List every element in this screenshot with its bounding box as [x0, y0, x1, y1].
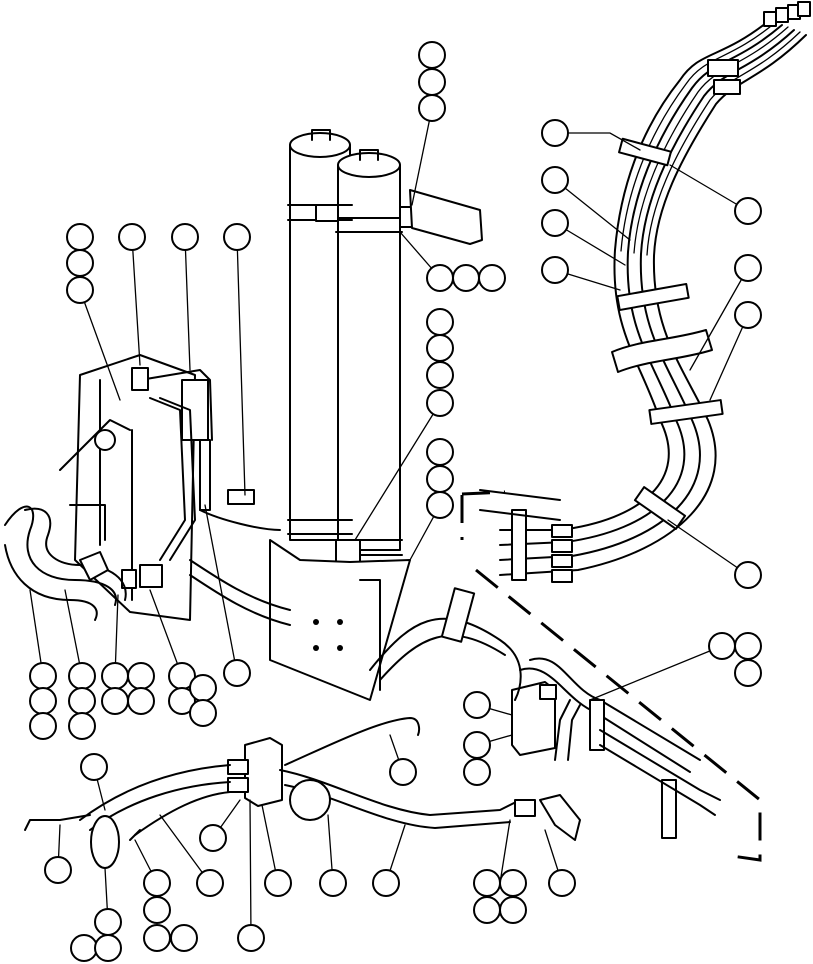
callout-circle: [463, 731, 491, 759]
callout-circle: [264, 869, 292, 897]
callout-circle: [499, 896, 527, 924]
callout-circle: [66, 276, 94, 304]
callout-circle: [426, 438, 454, 466]
callout-circle: [463, 691, 491, 719]
lower-hose-group: [24, 699, 581, 869]
callout-circle: [223, 223, 251, 251]
callout-circle: [541, 209, 569, 237]
callout-circle: [143, 896, 171, 924]
upper-hose-bundle: [479, 1, 811, 583]
callout-circle: [29, 712, 57, 740]
callout-circle: [68, 662, 96, 690]
callout-circle: [189, 674, 217, 702]
callout-circle: [66, 223, 94, 251]
callout-circle: [473, 896, 501, 924]
left-valve-assembly: [59, 354, 291, 626]
callout-circle: [237, 924, 265, 952]
callout-circle: [319, 869, 347, 897]
leader-lines: [29, 107, 749, 939]
callout-circle: [499, 869, 527, 897]
callout-circle: [101, 662, 129, 690]
callout-circle: [94, 934, 122, 962]
callout-circle: [426, 491, 454, 519]
callout-circle: [426, 361, 454, 389]
accumulator-cylinders: [269, 129, 483, 701]
suction-hose-left: [4, 505, 127, 621]
callout-circle: [463, 758, 491, 786]
callout-circle: [426, 334, 454, 362]
callout-circle: [734, 561, 762, 589]
callout-circle: [101, 687, 129, 715]
callout-circle: [541, 256, 569, 284]
dashed-callout-region: [460, 495, 762, 862]
callout-circle: [127, 687, 155, 715]
callout-circle: [372, 869, 400, 897]
callout-circle: [418, 94, 446, 122]
callout-circle: [168, 687, 196, 715]
callout-circle: [708, 632, 736, 660]
callout-circle: [170, 924, 198, 952]
callout-circle: [189, 699, 217, 727]
callout-circle: [70, 934, 98, 962]
callout-circle: [223, 659, 251, 687]
callout-circle: [418, 41, 446, 69]
callout-circle: [196, 869, 224, 897]
callout-circle: [118, 223, 146, 251]
callout-circle: [418, 68, 446, 96]
callout-circle: [389, 758, 417, 786]
callout-circle: [478, 264, 506, 292]
callout-circle: [473, 869, 501, 897]
callout-circle: [29, 662, 57, 690]
callout-circle: [127, 662, 155, 690]
callout-circle: [734, 632, 762, 660]
callout-circle: [80, 753, 108, 781]
callout-circle: [541, 166, 569, 194]
callout-circle: [734, 659, 762, 687]
callout-circle: [143, 869, 171, 897]
callout-circle: [426, 465, 454, 493]
callout-circle: [171, 223, 199, 251]
callout-circle: [66, 249, 94, 277]
callout-circle: [199, 824, 227, 852]
callout-circle: [44, 856, 72, 884]
callout-circle: [734, 254, 762, 282]
callout-circle: [143, 924, 171, 952]
callout-circle: [29, 687, 57, 715]
callout-circle: [426, 308, 454, 336]
callout-circle: [426, 389, 454, 417]
callout-circle: [452, 264, 480, 292]
callout-circles: [29, 41, 762, 962]
valve-manifold-right: [511, 657, 721, 839]
callout-circle: [94, 908, 122, 936]
callout-circle: [68, 712, 96, 740]
callout-circle: [734, 197, 762, 225]
callout-circle: [541, 119, 569, 147]
callout-circle: [426, 264, 454, 292]
callout-circle: [68, 687, 96, 715]
callout-circle: [734, 301, 762, 329]
callout-circle: [548, 869, 576, 897]
